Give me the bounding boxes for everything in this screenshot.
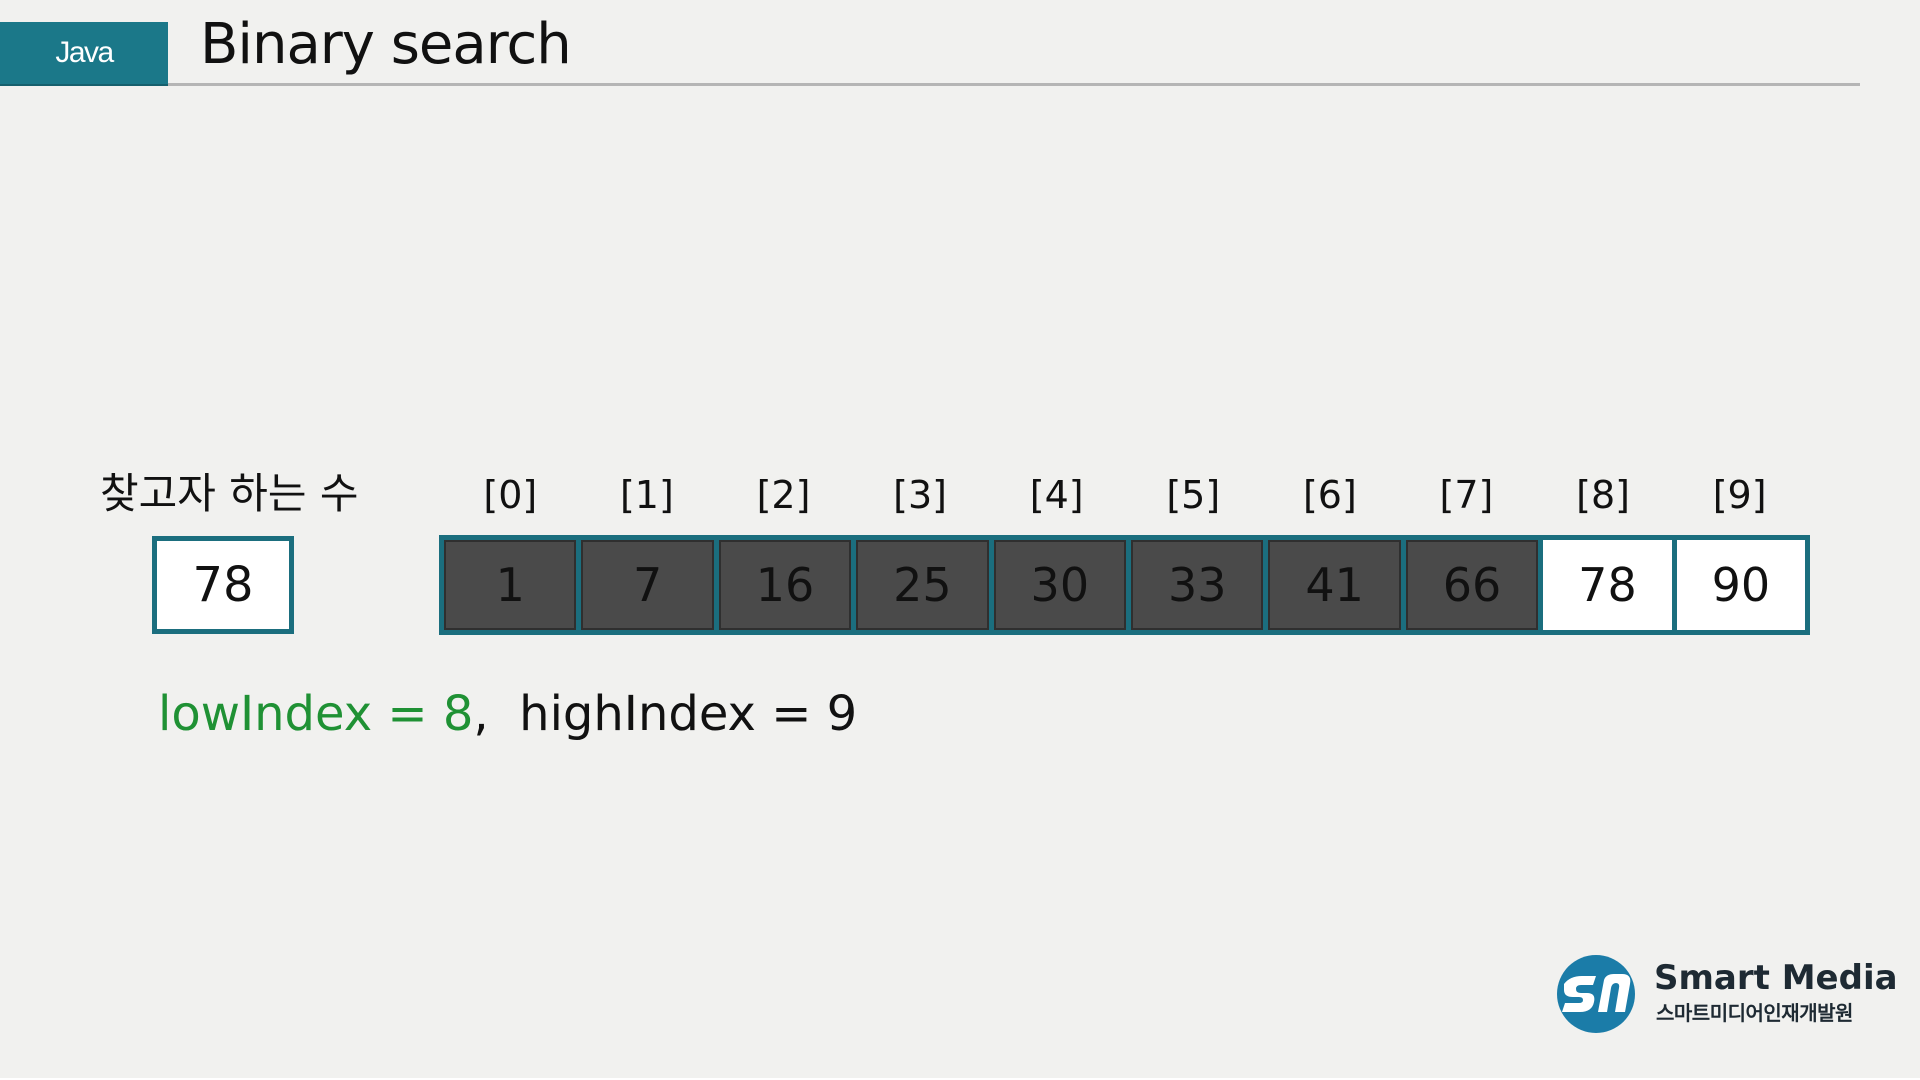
array-index: [4] [1029, 473, 1084, 517]
array-index: [9] [1712, 473, 1767, 517]
array-cell: 33 [1131, 540, 1264, 630]
array-index: [8] [1576, 473, 1630, 517]
array-cell: 16 [718, 540, 852, 630]
array-index: [3] [893, 473, 947, 517]
array-cell: 7 [581, 540, 714, 630]
language-tag: Java [0, 22, 168, 86]
array-cell: 30 [993, 540, 1127, 630]
array-cell: 1 [444, 540, 577, 630]
high-index-text: highIndex = 9 [519, 686, 858, 742]
array-cell: 41 [1268, 540, 1401, 630]
array-index: [0] [483, 473, 538, 517]
array-index: [1] [619, 473, 674, 517]
logo-subtitle: 스마트미디어인재개발원 [1656, 1001, 1853, 1025]
target-value: 78 [192, 557, 254, 613]
low-index-text: lowIndex = 8 [158, 686, 474, 742]
array-index: [2] [756, 473, 811, 517]
bottom-edge [0, 1078, 1920, 1080]
smart-media-logo-icon [1557, 955, 1635, 1033]
target-value-box: 78 [152, 536, 294, 634]
array-index: [6] [1302, 473, 1357, 517]
array-cell: 78 [1543, 540, 1672, 630]
array-cell: 90 [1676, 540, 1806, 630]
array-cell: 25 [856, 540, 989, 630]
logo-name: Smart Media [1654, 958, 1898, 998]
array-cell: 66 [1405, 540, 1539, 630]
target-label: 찾고자 하는 수 [100, 469, 359, 518]
array-index: [5] [1166, 473, 1221, 517]
array-index: [7] [1439, 473, 1494, 517]
sorted-array: 1 7 16 25 30 33 41 66 78 90 [439, 535, 1810, 635]
array-index-row: [0] [1] [2] [3] [4] [5] [6] [7] [8] [9] [442, 470, 1808, 520]
page-title: Binary search [200, 12, 572, 77]
search-status: lowIndex = 8, highIndex = 9 [158, 684, 857, 744]
title-divider [168, 83, 1860, 86]
status-separator: , [473, 686, 489, 742]
